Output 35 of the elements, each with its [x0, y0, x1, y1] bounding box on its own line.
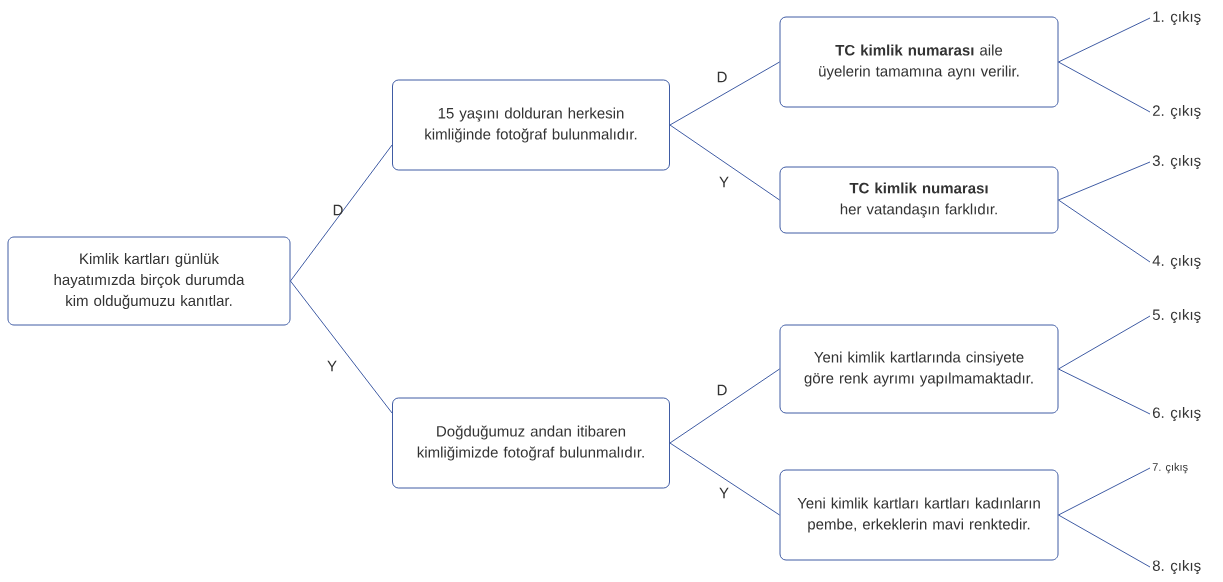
edge-label: Y	[719, 176, 729, 188]
exit-label: 7. çıkış	[1152, 462, 1188, 474]
connector-line	[669, 61, 780, 126]
connector-line	[669, 124, 780, 201]
exit-label: 2. çıkış	[1152, 105, 1201, 120]
statement-box: Doğduğumuz andan itibaren kimliğimizde fotoğraf bulunmalıdır.	[392, 397, 670, 489]
connector-line	[1058, 368, 1151, 415]
connector-line	[1058, 61, 1151, 113]
edge-label: D	[333, 204, 343, 216]
statement-box: Kimlik kartları günlük hayatımızda birçok durumda kim olduğumuzu kanıtlar.	[7, 236, 291, 326]
statement-box: TC kimlik numarası aile üyelerin tamamına aynı verilir.	[779, 16, 1059, 108]
connector-line	[1058, 199, 1151, 263]
connector-line	[669, 368, 780, 444]
exit-label: 3. çıkış	[1152, 155, 1201, 170]
connector-line	[1058, 161, 1151, 201]
exit-label: 4. çıkış	[1152, 255, 1201, 270]
statement-box: Yeni kimlik kartlarında cinsiyete göre renk ayrımı yapılmamaktadır.	[779, 324, 1059, 414]
connector-line	[1058, 315, 1151, 370]
connector-line	[1058, 17, 1151, 63]
exit-label: 1. çıkış	[1153, 11, 1201, 26]
exit-label: 5. çıkış	[1152, 309, 1201, 324]
connector-line	[1058, 467, 1151, 516]
edge-label: Y	[327, 360, 337, 372]
statement-box: TC kimlik numarası her vatandaşın farklıdır.	[779, 166, 1059, 234]
connector-line	[290, 144, 393, 282]
statement-box: Yeni kimlik kartları kartları kadınların pembe, erkeklerin mavi renktedir.	[779, 469, 1059, 561]
edge-label: Y	[719, 487, 729, 499]
edge-label: D	[717, 384, 727, 396]
exit-label: 6. çıkış	[1153, 407, 1201, 422]
statement-box: 15 yaşını dolduran herkesin kimliğinde fotoğraf bulunmalıdır.	[392, 79, 670, 171]
exit-label: 8. çıkış	[1152, 560, 1201, 575]
edge-label: D	[717, 71, 727, 83]
connector-line	[1058, 514, 1151, 568]
connector-line	[290, 280, 393, 414]
connector-line	[669, 442, 780, 516]
